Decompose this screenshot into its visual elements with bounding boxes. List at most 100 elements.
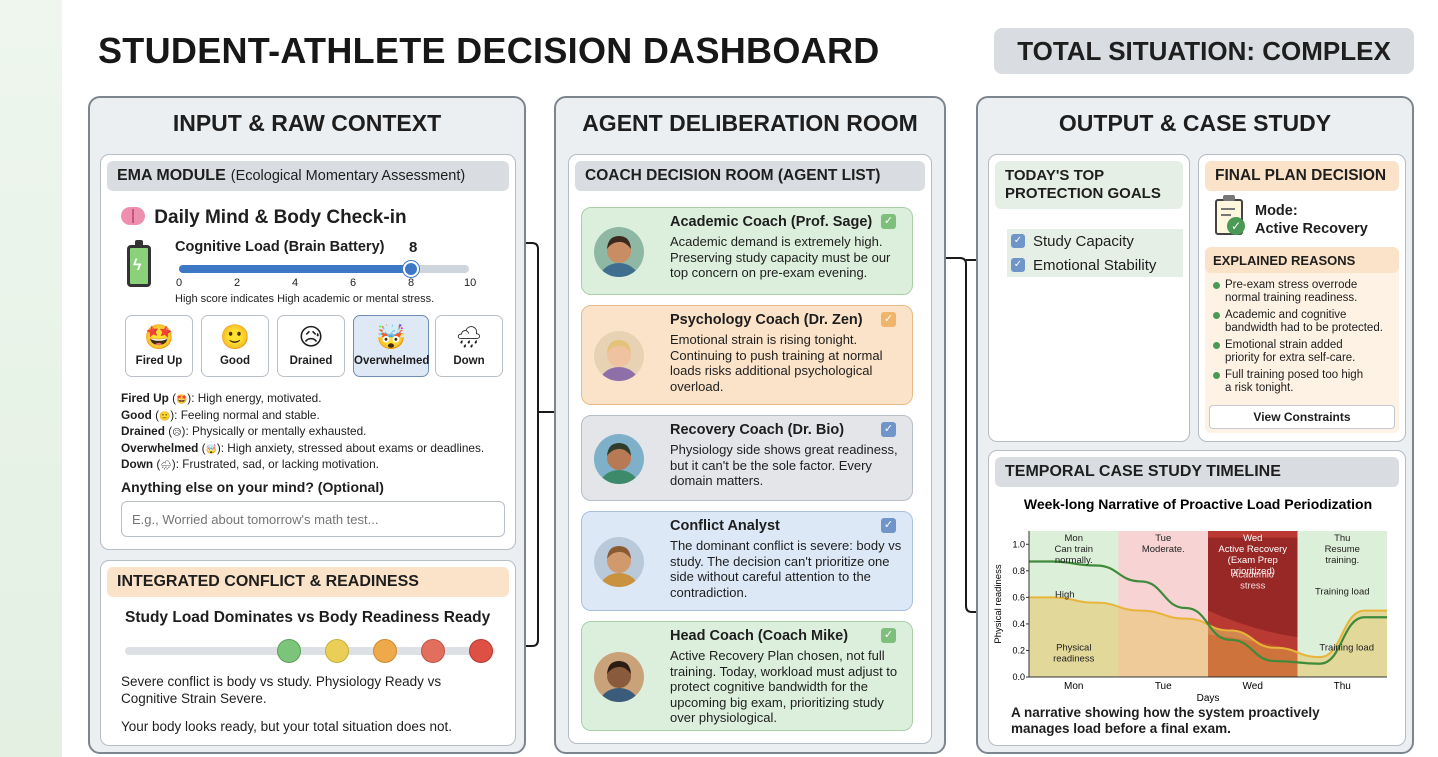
mood-overwhelmed-button[interactable]: 🤯 Overwhelmed	[353, 315, 429, 377]
slider-thumb[interactable]	[403, 261, 419, 277]
x-tick-label: Mon	[1064, 681, 1083, 692]
mood-fired-up-button[interactable]: 🤩 Fired Up	[125, 315, 193, 377]
mood-good-button[interactable]: 🙂 Good	[201, 315, 269, 377]
agent-statement: Physiology side shows great readiness, b…	[670, 442, 898, 488]
agent-name: Recovery Coach (Dr. Bio)	[670, 422, 845, 438]
coach-avatar	[594, 434, 644, 484]
smile-emoji-icon: 🙂	[220, 324, 250, 351]
reason-item: Full training posed too high a risk toni…	[1213, 369, 1363, 395]
annotation-high: High	[1055, 589, 1075, 600]
agent-card[interactable]: Recovery Coach (Dr. Bio) Physiology side …	[581, 415, 913, 501]
conflict-text: Severe conflict is body vs study. Physio…	[121, 674, 442, 706]
x-tick-label: Thu	[1334, 681, 1351, 692]
conflict-readiness-card: INTEGRATED CONFLICT & READINESS Study Lo…	[100, 560, 516, 746]
slider-label: Cognitive Load (Brain Battery)	[175, 239, 385, 255]
slider-fill	[179, 265, 411, 273]
star-struck-emoji-icon: 🤩	[144, 324, 174, 351]
mood-label: Good	[219, 355, 251, 367]
left-background-strip	[0, 0, 62, 757]
timeline-header: TEMPORAL CASE STUDY TIMELINE	[995, 457, 1399, 487]
agent-card[interactable]: Psychology Coach (Dr. Zen)Emotional stra…	[581, 305, 913, 405]
sad-sweat-emoji-icon: 😥	[298, 324, 324, 351]
mood-label: Overwhelmed	[354, 355, 430, 367]
view-constraints-button[interactable]: View Constraints	[1209, 405, 1395, 429]
conflict-level-dot	[421, 639, 445, 663]
checkbox-checked-icon: ✓	[1011, 234, 1025, 248]
reasons-header: EXPLAINED REASONS	[1205, 247, 1399, 273]
y-tick-label: 0.2	[1012, 645, 1025, 655]
agent-statement: The dominant conflict is severe: body vs…	[670, 538, 902, 600]
academic-stress-area	[1208, 537, 1298, 638]
output-column: OUTPUT & CASE STUDY TODAY'S TOP PROTECTI…	[976, 96, 1414, 754]
readiness-line	[1029, 560, 1387, 665]
checkbox-checked-icon: ✓	[1011, 258, 1025, 272]
y-tick-label: 0.0	[1012, 672, 1025, 682]
reason-item: Pre-exam stress overrode normal training…	[1213, 279, 1357, 305]
conflict-meter	[125, 639, 495, 663]
mood-down-button[interactable]: 🌧 Down	[435, 315, 503, 377]
agent-name: Academic Coach (Prof. Sage)	[670, 214, 873, 230]
agent-name: Psychology Coach (Dr. Zen)	[670, 312, 863, 328]
agent-name: Head Coach (Coach Mike)	[670, 628, 849, 644]
protection-goals-card: TODAY'S TOP PROTECTION GOALS ✓Study Capa…	[988, 154, 1190, 442]
wed-overlap-area	[1208, 634, 1298, 677]
legend-row: Good (🙂): Feeling normal and stable.	[121, 407, 320, 422]
plan-header: FINAL PLAN DECISION	[1205, 161, 1399, 191]
agent-status-checkbox-icon[interactable]: ✓	[881, 312, 896, 327]
legend-row: Fired Up (🤩): High energy, motivated.	[121, 391, 322, 405]
dashboard-title: STUDENT-ATHLETE DECISION DASHBOARD	[98, 30, 880, 71]
ema-module-header: EMA MODULE (Ecological Momentary Assessm…	[107, 161, 509, 191]
rain-cloud-emoji-icon: 🌧	[455, 326, 483, 349]
agent-card[interactable]: Academic Coach (Prof. Sage) Academic dema…	[581, 207, 913, 295]
legend-row: Drained (😥): Physically or mentally exha…	[121, 424, 367, 438]
reason-item: Academic and cognitive bandwidth had to …	[1213, 309, 1383, 335]
optional-notes-input[interactable]	[121, 501, 505, 537]
agent-status-checkbox-icon[interactable]: ✓	[881, 518, 896, 533]
mood-drained-button[interactable]: 😥 Drained	[277, 315, 345, 377]
y-tick-label: 1.0	[1012, 539, 1025, 549]
coach-avatar	[594, 652, 644, 702]
goal-study-capacity: ✓Study Capacity	[1007, 229, 1183, 253]
slider-tick: 2	[234, 277, 241, 289]
agent-card[interactable]: Head Coach (Coach Mike)Active Recovery P…	[581, 621, 913, 731]
slider-tick: 6	[350, 277, 357, 289]
optional-label: Anything else on your mind? (Optional)	[121, 479, 384, 495]
total-situation-badge: TOTAL SITUATION: COMPLEX	[994, 28, 1414, 74]
training-load-line	[1029, 596, 1387, 659]
slider-tick: 10	[464, 277, 477, 289]
agent-statement: Academic demand is extremely high. Prese…	[670, 234, 891, 280]
conflict-level-dot	[277, 639, 301, 663]
slider-value: 8	[409, 239, 418, 256]
annotation-training-load-bottom: Training load	[1319, 642, 1374, 653]
slider-tick: 8	[408, 277, 415, 289]
y-tick-label: 0.8	[1012, 566, 1025, 576]
timeline-card: TEMPORAL CASE STUDY TIMELINE Week-long N…	[988, 450, 1406, 746]
reasons-panel: EXPLAINED REASONS Pre-exam stress overro…	[1205, 247, 1399, 433]
slider-tick: 4	[292, 277, 299, 289]
conflict-level-dot	[373, 639, 397, 663]
timeline-chart: Week-long Narrative of Proactive Load Pe…	[993, 496, 1387, 704]
cognitive-load-slider[interactable]	[179, 261, 469, 277]
legend-row: Down (🌧): Frustrated, sad, or lacking mo…	[121, 457, 379, 471]
mood-label: Down	[453, 355, 485, 367]
conflict-level-dot	[469, 639, 493, 663]
timeline-caption: A narrative showing how the system proac…	[1011, 705, 1320, 736]
deliberation-column: AGENT DELIBERATION ROOM COACH DECISION R…	[554, 96, 946, 754]
agent-status-checkbox-icon[interactable]: ✓	[881, 422, 896, 437]
x-tick-label: Wed	[1243, 681, 1263, 692]
coach-avatar	[594, 331, 644, 381]
checkin-title: Daily Mind & Body Check-in	[121, 207, 407, 229]
y-tick-label: 0.6	[1012, 592, 1025, 602]
clipboard-check-icon: ✓	[1215, 195, 1245, 235]
agent-status-checkbox-icon[interactable]: ✓	[881, 214, 896, 229]
brain-icon	[121, 207, 145, 225]
agent-status-checkbox-icon[interactable]: ✓	[881, 628, 896, 643]
conflict-meter-track	[125, 647, 495, 655]
chart-title: Week-long Narrative of Proactive Load Pe…	[1024, 496, 1372, 512]
ema-header-title: EMA MODULE	[117, 167, 226, 184]
